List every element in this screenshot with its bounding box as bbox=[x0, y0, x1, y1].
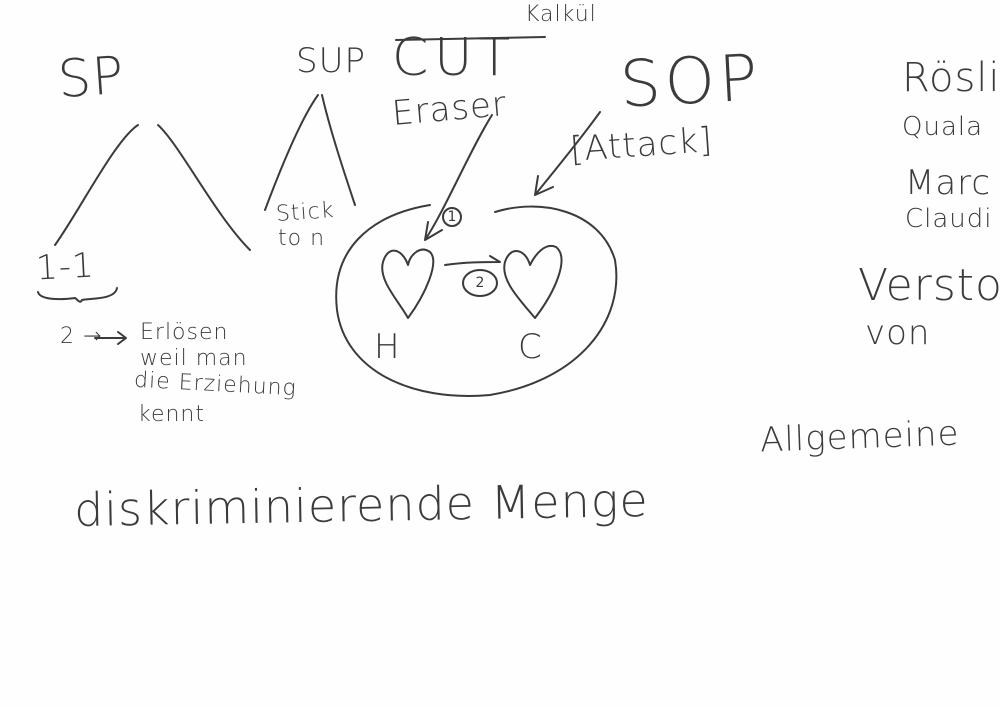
label-one-one: 1-1 bbox=[34, 245, 96, 289]
label-kennt: kennt bbox=[138, 402, 206, 427]
label-attack: [Attack] bbox=[568, 120, 715, 170]
label-eraser: Eraser bbox=[390, 84, 509, 134]
label-marc: Marc bbox=[905, 163, 992, 203]
label-claudi: Claudi bbox=[905, 204, 993, 234]
brace-under-one-one bbox=[37, 287, 118, 303]
label-diskriminierende-menge: diskriminierende Menge bbox=[73, 472, 650, 538]
label-stick: Stick bbox=[275, 197, 336, 228]
label-kalkul: Kalkül bbox=[525, 2, 597, 27]
circle-marker-2 bbox=[462, 269, 498, 297]
label-quala: Quala bbox=[902, 112, 984, 142]
label-two: 2 → bbox=[60, 324, 103, 349]
label-heart-c: C bbox=[518, 327, 543, 367]
label-von: von bbox=[865, 313, 931, 353]
label-rosli: Rösli bbox=[902, 55, 1000, 101]
circle-label-2: 2 bbox=[475, 275, 485, 291]
heart-link-arrow bbox=[444, 255, 501, 266]
heart-c bbox=[503, 244, 563, 319]
enclosing-loop bbox=[335, 204, 618, 397]
label-cut: CUT bbox=[392, 28, 517, 88]
circle-label-1: 1 bbox=[447, 209, 457, 225]
label-heart-h: H bbox=[374, 327, 401, 367]
eraser-arrow bbox=[424, 114, 493, 241]
label-verstoss: Verstoss bbox=[858, 260, 1000, 311]
circle-marker-1 bbox=[442, 207, 462, 227]
label-allgemeine: Allgemeine bbox=[759, 413, 961, 461]
inverted-v-sup bbox=[264, 94, 356, 211]
label-erloesen: Erlösen bbox=[140, 320, 229, 345]
bell-curve-sp bbox=[54, 124, 251, 251]
arrow-to-erloesen bbox=[94, 331, 127, 345]
label-sop: SOP bbox=[618, 41, 764, 123]
label-sup: SUP bbox=[296, 41, 366, 81]
cut-bar bbox=[395, 36, 546, 41]
label-to-n: to n bbox=[278, 226, 326, 251]
label-sp: SP bbox=[55, 45, 127, 111]
label-weil-man: weil man bbox=[140, 346, 248, 371]
attack-arrow bbox=[534, 111, 601, 196]
heart-h bbox=[381, 248, 435, 319]
